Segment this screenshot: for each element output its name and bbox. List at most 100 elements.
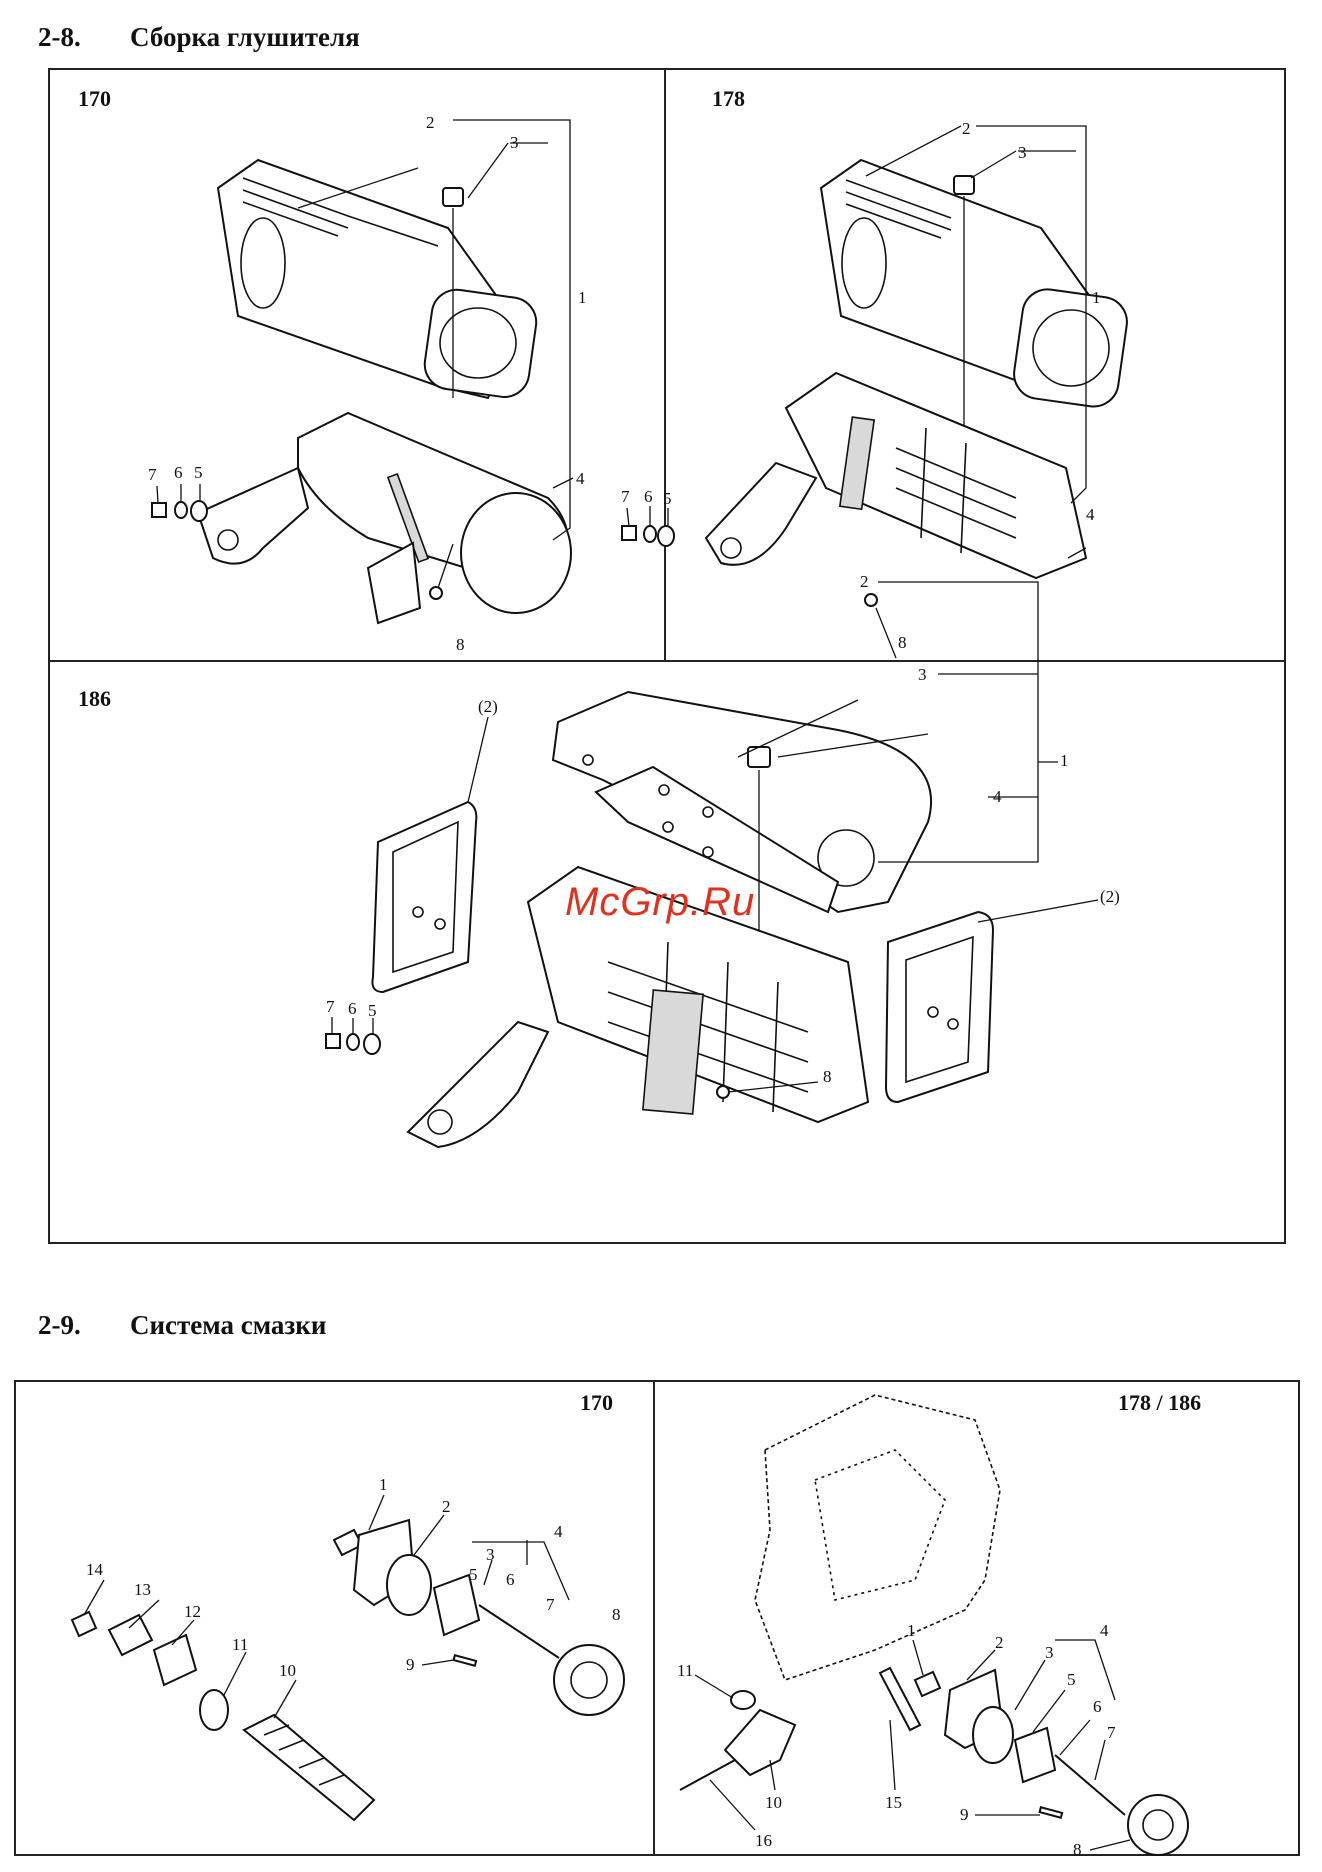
- callout: 7: [1107, 1723, 1116, 1742]
- callout: 2: [995, 1633, 1004, 1652]
- callout: 3: [1045, 1643, 1054, 1662]
- screw: [865, 594, 877, 606]
- callout: 4: [993, 787, 1002, 806]
- spring-washer: [644, 526, 656, 542]
- callout: 5: [469, 1565, 478, 1584]
- pump-shaft: [1055, 1755, 1125, 1815]
- section-number: 2-8.: [38, 22, 130, 53]
- callout: 6: [506, 1570, 515, 1589]
- muffler-end-cap: [461, 493, 571, 613]
- callout: 5: [663, 489, 672, 508]
- gasket-left: [372, 802, 476, 992]
- watermark: McGrp.Ru: [565, 880, 755, 925]
- callout: 2: [426, 113, 435, 132]
- callout: 8: [823, 1067, 832, 1086]
- callout: 8: [456, 635, 465, 654]
- cover-end-cap: [1011, 286, 1130, 410]
- nut: [326, 1034, 340, 1048]
- flat-washer: [658, 526, 674, 546]
- callout: 10: [279, 1661, 296, 1680]
- callout: 4: [576, 469, 585, 488]
- callout: 13: [134, 1580, 151, 1599]
- drive-gear: [554, 1645, 624, 1715]
- flat-washer: [191, 501, 207, 521]
- pin: [454, 1655, 477, 1666]
- oil-strainer: [244, 1715, 374, 1820]
- callout: 1: [907, 1621, 916, 1640]
- callout: 4: [1100, 1621, 1109, 1640]
- exhaust-flange: [198, 468, 308, 564]
- screw: [430, 587, 442, 599]
- bolt-14: [72, 1612, 96, 1636]
- callout: 15: [885, 1793, 902, 1812]
- spring-washer: [175, 502, 187, 518]
- callout: 2: [860, 572, 869, 591]
- callout: 1: [1060, 751, 1069, 770]
- muffler-170-diagram: 2 3 1 7 6 5 4 8: [48, 68, 664, 660]
- callout: 7: [326, 997, 335, 1016]
- o-ring: [387, 1555, 431, 1615]
- callout: 3: [510, 133, 519, 152]
- screw: [717, 1086, 729, 1098]
- callout: 3: [1018, 143, 1027, 162]
- bolt: [443, 188, 463, 206]
- callout: 8: [898, 633, 907, 652]
- pump-rotor: [1015, 1728, 1055, 1782]
- section-title-lubrication: 2-9.Система смазки: [38, 1310, 326, 1341]
- callout: 6: [644, 487, 653, 506]
- drive-gear: [1128, 1795, 1188, 1855]
- exhaust-flange: [706, 463, 816, 565]
- callout: 1: [1092, 288, 1101, 307]
- callout: 16: [755, 1831, 772, 1850]
- o-ring: [973, 1707, 1013, 1763]
- section-number: 2-9.: [38, 1310, 130, 1341]
- callout: 8: [1073, 1840, 1082, 1859]
- callout: 3: [918, 665, 927, 684]
- nut: [622, 526, 636, 540]
- callout: 11: [677, 1661, 693, 1680]
- callout: 6: [1093, 1697, 1102, 1716]
- relief-valve: [725, 1710, 795, 1775]
- callout: 12: [184, 1602, 201, 1621]
- bolt: [954, 176, 974, 194]
- callout: 9: [406, 1655, 415, 1674]
- callout: 3: [486, 1545, 495, 1564]
- callout: 4: [554, 1522, 563, 1541]
- screw-16: [680, 1760, 735, 1790]
- callout: 5: [194, 463, 203, 482]
- callout: 8: [612, 1605, 621, 1624]
- callout: 1: [379, 1475, 388, 1494]
- pin: [1040, 1807, 1063, 1818]
- callout: 6: [174, 463, 183, 482]
- callout: 4: [1086, 505, 1095, 524]
- muffler-178-diagram: 2 3 1 7 6 5 4 8: [666, 68, 1286, 660]
- callout: 5: [368, 1001, 377, 1020]
- callout: 7: [621, 487, 630, 506]
- flat-washer: [364, 1034, 380, 1054]
- callout: (2): [1100, 887, 1120, 906]
- callout: 14: [86, 1560, 104, 1579]
- muffler-body: [786, 373, 1086, 578]
- filter-cap: [109, 1615, 152, 1655]
- pin-15: [880, 1668, 920, 1730]
- callout: 10: [765, 1793, 782, 1812]
- callout: 2: [962, 119, 971, 138]
- callout: 7: [148, 465, 157, 484]
- callout: 11: [232, 1635, 248, 1654]
- engine-block-outline: [755, 1395, 1000, 1680]
- o-ring-11: [200, 1690, 228, 1730]
- gasket-right: [886, 912, 993, 1102]
- o-ring-11: [731, 1691, 755, 1709]
- spring-washer: [347, 1034, 359, 1050]
- lubrication-178-186-diagram: 1 2 3 4 5 6 7 11 10 15 16 9 8: [655, 1380, 1300, 1856]
- section-title-muffler: 2-8.Сборка глушителя: [38, 22, 360, 53]
- callout: 7: [546, 1595, 555, 1614]
- mount-bracket: [643, 990, 703, 1114]
- bolt-1: [915, 1672, 940, 1696]
- section-heading: Система смазки: [130, 1310, 326, 1340]
- nut: [152, 503, 166, 517]
- callout: 9: [960, 1805, 969, 1824]
- section-heading: Сборка глушителя: [130, 22, 360, 52]
- callout: 2: [442, 1497, 451, 1516]
- mount-bracket: [368, 543, 420, 623]
